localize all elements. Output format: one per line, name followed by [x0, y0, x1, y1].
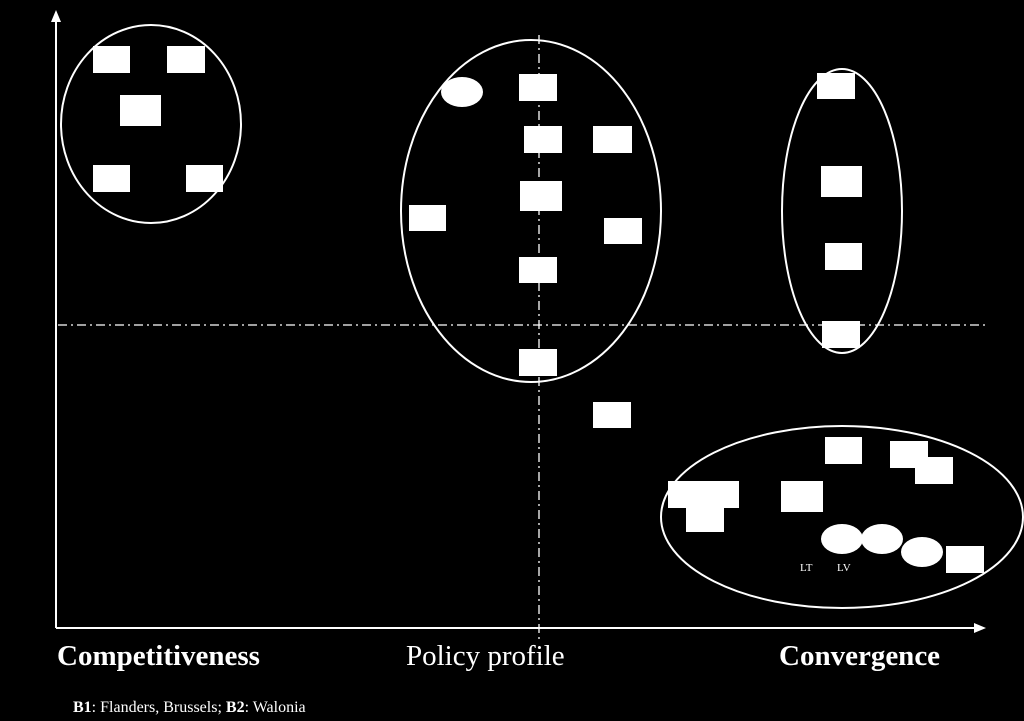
country-marker	[686, 505, 724, 532]
country-marker	[524, 126, 562, 153]
country-marker	[519, 74, 557, 101]
country-marker-oval	[441, 77, 483, 107]
marker-label-lt: LT	[800, 562, 813, 574]
convergence-upper-cluster	[781, 68, 903, 354]
country-marker	[520, 181, 562, 211]
country-marker-oval	[901, 537, 943, 567]
country-marker	[519, 257, 557, 283]
axes	[51, 10, 986, 633]
clusters	[60, 24, 1024, 609]
footnote-b1-text: : Flanders, Brussels;	[91, 699, 226, 716]
country-marker	[93, 46, 130, 73]
country-marker	[946, 546, 984, 573]
axis-label-convergence: Convergence	[779, 640, 941, 672]
country-marker	[668, 481, 739, 508]
marker-label-lv: LV	[837, 562, 851, 574]
country-marker	[825, 243, 862, 270]
axis-label-competitiveness: Competitiveness	[57, 640, 260, 672]
country-marker-lt	[821, 524, 863, 554]
x-axis-arrow	[974, 623, 986, 633]
axis-label-policy-profile: Policy profile	[406, 640, 565, 672]
country-marker	[93, 165, 130, 192]
country-marker	[821, 166, 862, 197]
competitiveness-cluster	[60, 24, 242, 224]
country-marker	[593, 402, 631, 428]
country-marker	[604, 218, 642, 244]
footnote: B1: Flanders, Brussels; B2: Walonia	[73, 699, 306, 717]
footnote-b1-key: B1	[73, 699, 92, 716]
country-markers	[93, 46, 984, 573]
y-axis-arrow	[51, 10, 61, 22]
footnote-b2-text: : Walonia	[244, 699, 306, 716]
country-marker	[915, 457, 953, 484]
footnote-b2-key: B2	[225, 699, 245, 716]
country-marker	[186, 165, 223, 192]
country-marker	[593, 126, 632, 153]
country-marker	[825, 437, 862, 464]
country-marker	[167, 46, 205, 73]
country-marker	[822, 321, 860, 348]
country-marker	[120, 95, 161, 126]
country-marker	[409, 205, 446, 231]
country-marker-lv	[861, 524, 903, 554]
country-marker	[817, 73, 855, 99]
policy-profile-cluster	[400, 39, 662, 383]
convergence-lower-cluster	[660, 425, 1024, 609]
country-marker	[781, 481, 823, 512]
country-marker	[519, 349, 557, 376]
